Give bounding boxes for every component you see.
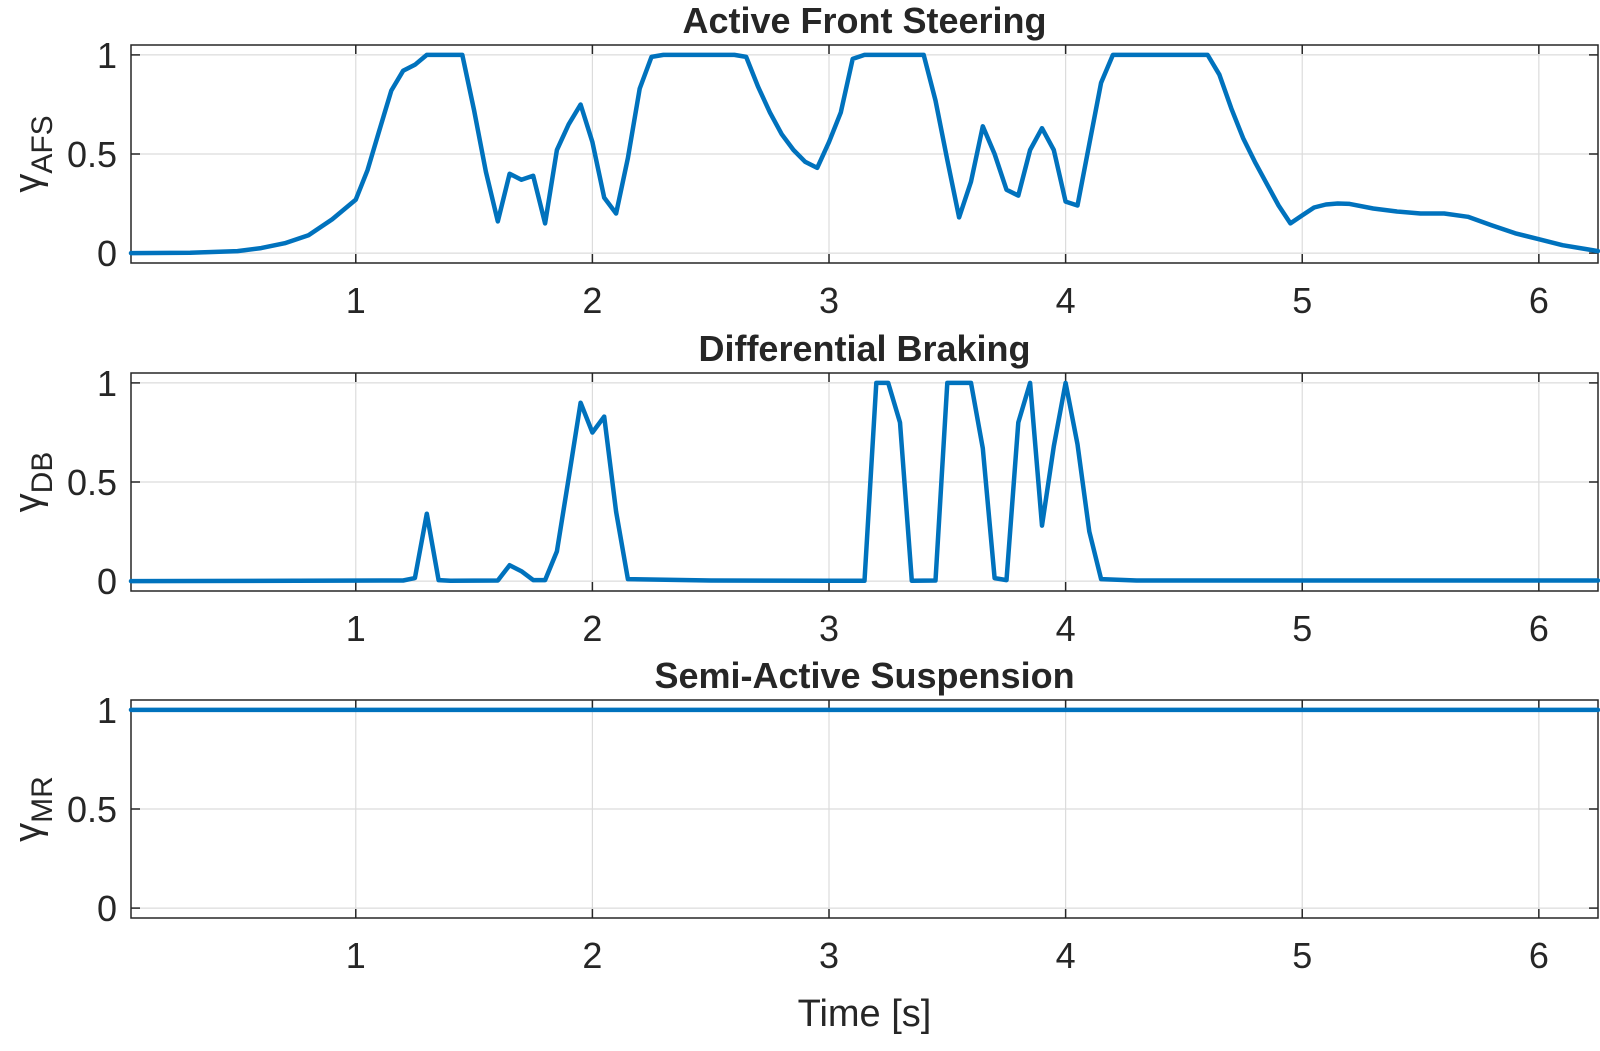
y-tick-label: 0.5: [67, 789, 117, 830]
subplot-1: 1 2 3 4 5 6 0 0.5 1 Active Front Steering γAFS: [7, 0, 1600, 321]
x-tick-label: 5: [1292, 935, 1312, 976]
x-tick-label: 6: [1529, 935, 1549, 976]
x-tick-label: 4: [1056, 935, 1076, 976]
y-tick-label: 0.5: [67, 134, 117, 175]
x-tick-label: 3: [819, 935, 839, 976]
subplot-title: Active Front Steering: [682, 0, 1046, 41]
y-axis-label: γMR: [7, 776, 59, 842]
x-tick-label: 5: [1292, 280, 1312, 321]
x-tick-label: 5: [1292, 608, 1312, 649]
x-tick-label: 2: [582, 935, 602, 976]
y-tick-label: 0.5: [67, 462, 117, 503]
y-axis-label-subscript: AFS: [26, 115, 59, 173]
grid-lines: [131, 700, 1598, 918]
y-tick-label: 0: [97, 233, 117, 274]
y-tick-label: 1: [97, 35, 117, 76]
x-tick-label: 6: [1529, 608, 1549, 649]
y-axis-label: γAFS: [7, 115, 59, 192]
subplot-title: Semi-Active Suspension: [654, 655, 1074, 696]
x-tick-label: 6: [1529, 280, 1549, 321]
subplot-3: 1 2 3 4 5 6 0 0.5 1 Semi-Active Suspension γMR Time…: [7, 655, 1600, 1035]
y-axis-label: γDB: [7, 452, 59, 513]
series-line: [128, 380, 1600, 584]
x-tick-label: 1: [346, 608, 366, 649]
y-tick-label: 1: [97, 363, 117, 404]
grid-lines: [131, 373, 1598, 591]
subplot-title: Differential Braking: [698, 328, 1030, 369]
x-tick-label: 4: [1056, 280, 1076, 321]
grid-lines: [131, 45, 1598, 263]
x-tick-label: 1: [346, 280, 366, 321]
y-axis-label-symbol: γ: [7, 493, 49, 512]
x-tick-label: 2: [582, 608, 602, 649]
x-tick-label: 1: [346, 935, 366, 976]
y-axis-label-symbol: γ: [7, 823, 49, 842]
y-axis-label-subscript: MR: [26, 776, 59, 823]
y-axis-label-symbol: γ: [7, 174, 49, 193]
x-tick-label: 3: [819, 280, 839, 321]
y-axis-label-subscript: DB: [26, 452, 59, 494]
y-tick-label: 1: [97, 690, 117, 731]
subplot-2: 1 2 3 4 5 6 0 0.5 1 Differential Braking γDB: [7, 328, 1600, 649]
x-axis-label: Time [s]: [798, 993, 932, 1035]
y-tick-label: 0: [97, 561, 117, 602]
x-tick-label: 2: [582, 280, 602, 321]
series-line: [128, 52, 1600, 256]
x-tick-label: 3: [819, 608, 839, 649]
x-tick-label: 4: [1056, 608, 1076, 649]
y-tick-label: 0: [97, 888, 117, 929]
